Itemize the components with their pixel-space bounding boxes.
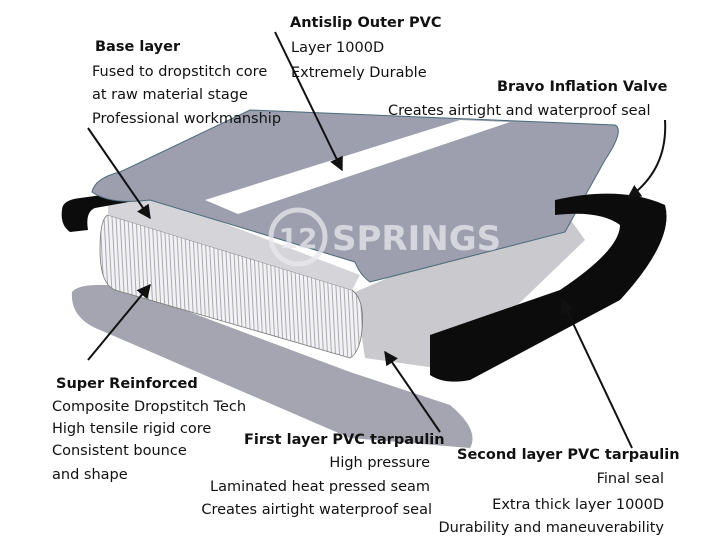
antislip-line: Layer 1000D xyxy=(291,40,385,56)
first-layer-line: Creates airtight waterproof seal xyxy=(201,502,432,518)
second-layer-line: Durability and maneuverability xyxy=(438,520,664,536)
super-title: Super Reinforced xyxy=(56,376,198,392)
first-layer-title: First layer PVC tarpaulin xyxy=(244,432,445,448)
first-layer-line: Laminated heat pressed seam xyxy=(210,479,430,495)
second-layer-line: Final seal xyxy=(596,471,664,487)
arrow-second-layer xyxy=(561,298,633,449)
core-side xyxy=(355,205,585,370)
dropstitch-core xyxy=(99,214,363,359)
svg-text:SPRINGS: SPRINGS xyxy=(332,219,501,259)
right-band xyxy=(430,193,667,382)
arrow-antislip xyxy=(274,31,343,172)
svg-text:12: 12 xyxy=(279,222,318,255)
base-layer-sheet xyxy=(71,284,473,448)
base-layer-line: Professional workmanship xyxy=(92,111,282,127)
arrow-super xyxy=(87,283,151,361)
antislip-line: Extremely Durable xyxy=(291,65,427,81)
base-layer-title: Base layer xyxy=(95,39,181,55)
springs-logo-watermark: 12 SPRINGS xyxy=(268,207,501,267)
second-layer-line: Extra thick layer 1000D xyxy=(492,497,664,513)
second-layer-title: Second layer PVC tarpaulin xyxy=(457,447,680,463)
valve-line: Creates airtight and waterproof seal xyxy=(388,103,651,119)
super-line: and shape xyxy=(52,467,128,483)
antislip-title: Antislip Outer PVC xyxy=(290,15,442,31)
valve-title: Bravo Inflation Valve xyxy=(497,79,668,95)
super-line: Consistent bounce xyxy=(52,443,187,459)
base-layer-line: at raw material stage xyxy=(92,87,248,103)
first-layer-line: High pressure xyxy=(329,455,430,471)
top-stripe xyxy=(205,120,510,214)
super-line: High tensile rigid core xyxy=(52,421,212,437)
arrow-valve xyxy=(626,119,667,199)
arrow-base-layer xyxy=(87,127,151,220)
arrow-first-layer xyxy=(384,350,441,433)
base-layer-line: Fused to dropstitch core xyxy=(92,64,268,80)
super-line: Composite Dropstitch Tech xyxy=(52,399,247,415)
